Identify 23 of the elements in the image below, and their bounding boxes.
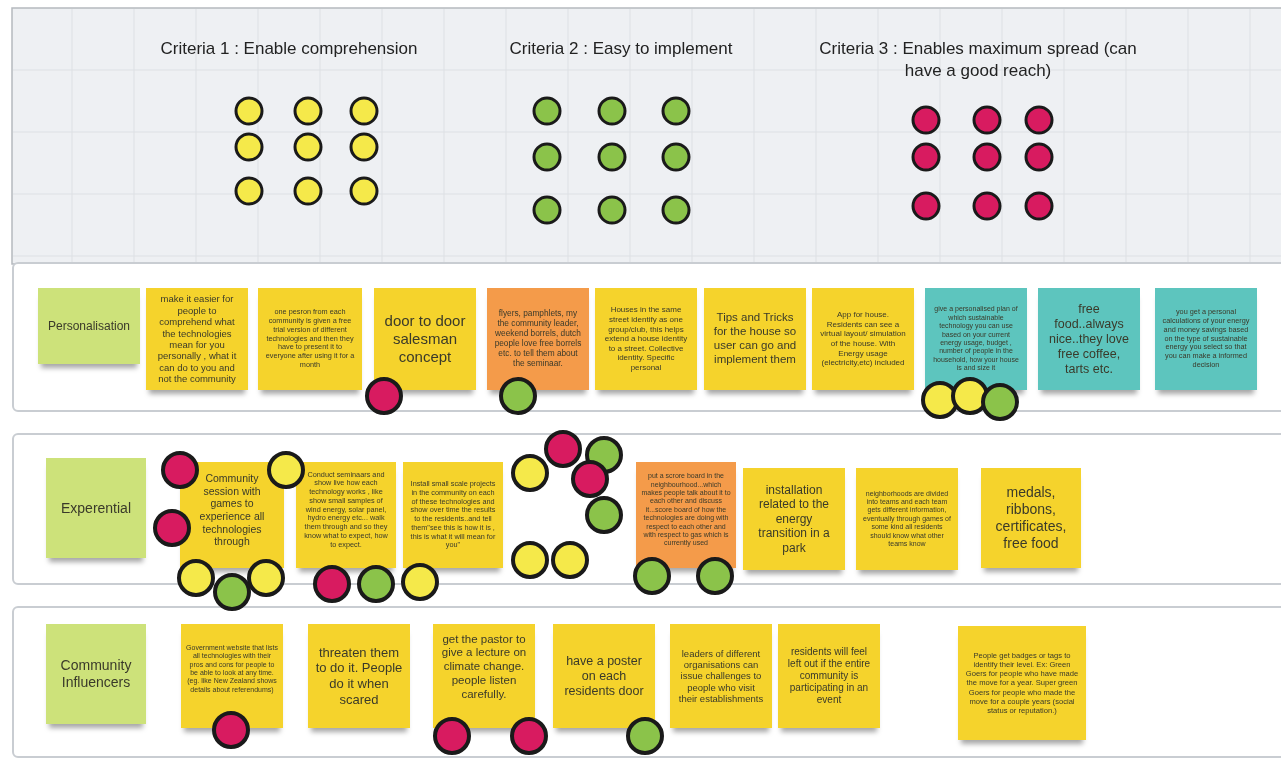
sticky-note: leaders of different organisations can issue challenges to people who visit their establishments (670, 624, 772, 728)
sticky-note: make it easier for people to comprehend what the technologies mean for you personally , what it can do to you and not the community (146, 288, 248, 390)
sticky-note: residents will feel left out if the entire community is participating in an event (778, 624, 880, 728)
sticky-note: get the pastor to give a lecture on climate change. people listen carefully. (433, 624, 535, 728)
sticky-note: Tips and Tricks for the house so user can go and implement them (704, 288, 806, 390)
row-panel (12, 433, 1281, 585)
sticky-note: installation related to the energy transition in a park (743, 468, 845, 570)
sticky-note: Houses in the same street identify as one group/club, this helps extend a house identity to a street. Collective identity. Specific personal (595, 288, 697, 390)
sticky-note: medals, ribbons, certificates, free food (981, 468, 1081, 568)
criteria-heading: Criteria 3 : Enables maximum spread (can have a good reach) (818, 38, 1138, 83)
sticky-note: free food..always nice..they love free coffee, tarts etc. (1038, 288, 1140, 390)
criteria-heading: Criteria 1 : Enable comprehension (159, 38, 419, 60)
sticky-note: door to door salesman concept (374, 288, 476, 390)
sticky-note: have a poster on each residents door (553, 624, 655, 728)
category-sticky-note: Experential (46, 458, 146, 558)
row-panel (12, 262, 1281, 412)
sticky-note: flyers, pamphlets, my the community leader, weekend borrels, dutch people love free borrels etc. to tell them about the seminaar. (487, 288, 589, 390)
sticky-note: threaten them to do it. People do it when scared (308, 624, 410, 728)
category-sticky-note: Community Influencers (46, 624, 146, 724)
criteria-heading: Criteria 2 : Easy to implement (508, 38, 734, 60)
sticky-note: App for house. Residents can see a virtual layout/ simulation of the house. With Energy usage (electricity,etc) included (812, 288, 914, 390)
category-sticky-note: Personalisation (38, 288, 140, 364)
row-panel (12, 606, 1281, 758)
